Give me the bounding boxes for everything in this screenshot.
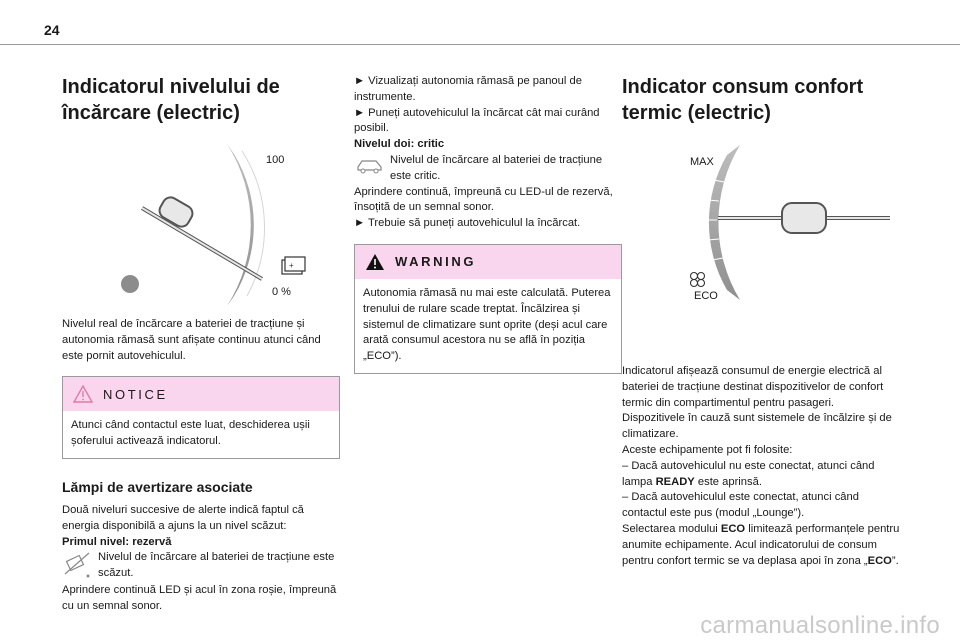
- notice-text: Atunci când contactul este luat, deschid…: [71, 419, 310, 448]
- column-left: Indicatorul nivelului de încărcare (elec…: [62, 56, 340, 615]
- warning-header: WARNING: [355, 244, 621, 279]
- p4-text-c: este aprinsă.: [694, 475, 762, 488]
- battery-charge-gauge-icon: +: [121, 144, 306, 306]
- level2-after: Aprindere continuă, împreună cu LED-ul d…: [354, 185, 613, 214]
- p4-text-a: – Dacă autovehiculul nu este conectat, a…: [622, 459, 875, 488]
- bullet-must-charge: ► Trebuie să puneți autovehiculul la înc…: [354, 217, 581, 230]
- p6-text-c: limitează performanțele pentru anumite e…: [622, 522, 900, 567]
- gauge-min-label: ECO: [694, 290, 718, 302]
- gauge-max-label: 100: [266, 154, 285, 166]
- warning-triangle-icon: [73, 385, 93, 404]
- level2-title: Nivelul doi: critic: [354, 138, 445, 151]
- level1-row: Nivelul de încărcare al bateriei de trac…: [62, 550, 340, 583]
- bullet-charge-soon: ► Puneți autovehiculul la încărcat cât m…: [354, 106, 600, 135]
- eco-keyword: ECO: [720, 522, 746, 535]
- thermal-p5: – Dacă autovehiculul este conectat, atun…: [622, 491, 859, 520]
- notice-label: NOTICE: [103, 386, 168, 402]
- title-line-1: Indicator consum confort: [622, 76, 864, 98]
- thermal-p3: Aceste echipamente pot fi folosite:: [622, 443, 793, 456]
- thermal-p1: Indicatorul afișează consumul de energie…: [622, 365, 884, 409]
- section-title-thermal: Indicator consum confort termic (electri…: [622, 74, 902, 126]
- charge-intro: Nivelul real de încărcare a bateriei de …: [62, 318, 321, 362]
- gauge-max-label: MAX: [690, 156, 714, 168]
- thermal-p2: Dispozitivele în cauză sunt sistemele de…: [622, 412, 892, 441]
- section-intro: Două niveluri succesive de alerte indică…: [62, 503, 304, 532]
- level1-after: Aprindere continuă LED și acul în zona r…: [62, 584, 337, 613]
- column-middle: ► Vizualizați autonomia rămasă pe panoul…: [354, 74, 622, 374]
- warning-triangle-filled-icon: [366, 253, 384, 270]
- level1-desc: Nivelul de încărcare al bateriei de trac…: [98, 551, 335, 580]
- section-title-charge: Indicatorul nivelului de încărcare (elec…: [62, 74, 340, 126]
- level1-title: Primul nivel: rezervă: [62, 535, 172, 548]
- battery-plug-reserve-icon: [64, 552, 90, 578]
- thermal-gauge-figure: MAX ECO: [622, 140, 902, 310]
- p6-text-e: ”.: [891, 554, 899, 567]
- column-right: Indicator consum confort termic (electri…: [622, 56, 902, 569]
- notice-header: NOTICE: [63, 377, 339, 412]
- level2-desc: Nivelul de încărcare al bateriei de trac…: [390, 153, 603, 182]
- bullet-view-range: ► Vizualizați autonomia rămasă pe panoul…: [354, 75, 582, 103]
- page-number: 24: [44, 22, 60, 38]
- section-title-warning-lamps: Lămpi de avertizare asociate: [62, 478, 253, 495]
- level2-row: Nivelul de încărcare al bateriei de trac…: [354, 153, 622, 185]
- watermark: carmanualsonline.info: [700, 612, 940, 639]
- charge-gauge-figure: + 100 0 %: [62, 136, 340, 311]
- notice-box: NOTICE Atunci când contactul este luat, …: [62, 376, 340, 459]
- warning-label: WARNING: [395, 254, 477, 270]
- eco-keyword-2: ECO: [867, 554, 892, 567]
- gauge-min-label: 0 %: [272, 286, 291, 298]
- ready-keyword: READY: [655, 475, 695, 488]
- top-divider: [0, 44, 960, 45]
- title-line-2: termic (electric): [622, 102, 771, 124]
- thermal-p4: – Dacă autovehiculul nu este conectat, a…: [622, 459, 902, 491]
- thermal-comfort-gauge-icon: [689, 145, 890, 300]
- thermal-body: Indicatorul afișează consumul de energie…: [622, 364, 902, 569]
- car-critical-icon: [357, 160, 382, 174]
- thermal-p6: Selectarea modului ECO limitează perform…: [622, 522, 902, 569]
- warning-text: Autonomia rămasă nu mai este calculată. …: [363, 286, 611, 363]
- warning-box: WARNING Autonomia rămasă nu mai este cal…: [354, 243, 622, 374]
- title-line-2: încărcare (electric): [62, 102, 240, 124]
- svg-text:+: +: [289, 261, 294, 270]
- title-line-1: Indicatorul nivelului de: [62, 76, 280, 98]
- p6-text-a: Selectarea modului: [622, 522, 721, 535]
